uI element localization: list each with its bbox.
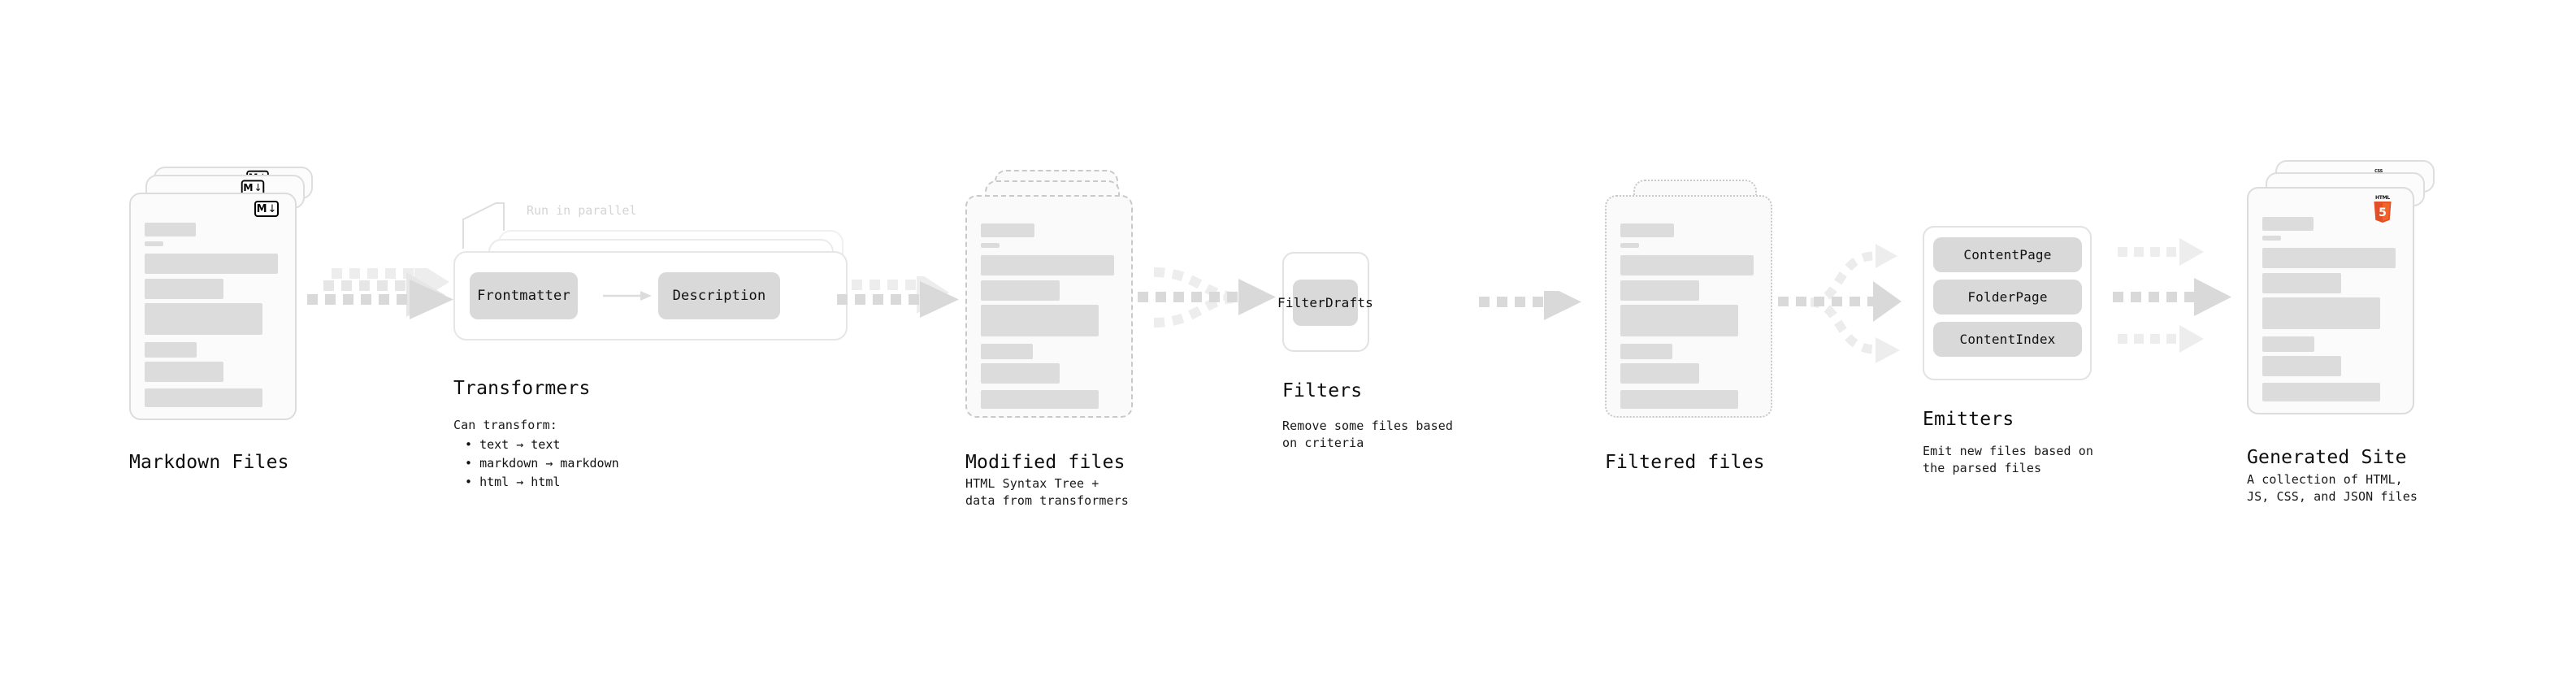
emitters-subtitle: Emit new files based on the parsed files [1923, 444, 2094, 475]
skeleton-title [1620, 223, 1674, 237]
arrow-markdown-to-transformers [307, 268, 453, 319]
skeleton-line-5 [145, 362, 223, 382]
skeleton-line-2 [981, 280, 1060, 301]
skeleton-line-5 [981, 363, 1060, 384]
generated-site-subtitle: A collection of HTML, JS, CSS, and JSON … [2247, 472, 2418, 504]
skeleton-line-6 [981, 390, 1099, 409]
skeleton-line-3 [2262, 297, 2380, 329]
skeleton-line-1 [1620, 255, 1754, 275]
skeleton-title [2262, 217, 2314, 231]
transformer-chip-frontmatter[interactable]: Frontmatter [470, 272, 578, 319]
skeleton-line-4 [1620, 344, 1672, 359]
skeleton-sub [145, 241, 163, 246]
skeleton-line-5 [1620, 363, 1699, 384]
stage-title-modified-files: Modified files [965, 452, 1125, 473]
html5-icon-digit: 5 [2379, 206, 2387, 219]
transformer-chip-description[interactable]: Description [658, 272, 780, 319]
transformers-bullet-0: text → text [465, 436, 619, 454]
emitter-chip-contentindex[interactable]: ContentIndex [1933, 322, 2082, 357]
arrow-filters-to-filtered-files [1479, 291, 1581, 320]
stage-title-filters: Filters [1282, 380, 1363, 401]
skeleton-line-1 [2262, 248, 2396, 268]
skeleton-title [981, 223, 1034, 237]
skeleton-sub [2262, 236, 2281, 241]
markdown-file-sheet-front [129, 193, 297, 420]
skeleton-line-2 [145, 279, 223, 299]
transformer-inner-arrow-front [603, 291, 652, 301]
html5-icon-label: HTML [2374, 195, 2391, 201]
skeleton-line-4 [145, 342, 197, 358]
markdown-icon-arrow: ↓ [254, 181, 262, 194]
arrow-filtered-files-to-emitters [1778, 244, 1902, 363]
emitter-chip-folderpage[interactable]: FolderPage [1933, 280, 2082, 314]
modified-files-subtitle: HTML Syntax Tree + data from transformer… [965, 476, 1129, 508]
markdown-icon: M ↓ [254, 201, 279, 217]
skeleton-sub [1620, 243, 1639, 248]
css-icon-label: CSS [2374, 169, 2383, 174]
stage-title-generated-site: Generated Site [2247, 447, 2407, 468]
transformers-bullet-2: html → html [465, 473, 619, 492]
stage-title-markdown-files: Markdown Files [129, 452, 289, 473]
skeleton-line-3 [145, 303, 262, 335]
markdown-icon-letter: M [243, 181, 254, 194]
skeleton-sub [981, 243, 1000, 248]
skeleton-line-1 [981, 255, 1114, 275]
transformers-bullet-list: text → text markdown → markdown html → h… [465, 436, 619, 492]
transformers-bullet-1: markdown → markdown [465, 454, 619, 473]
generated-file-sheet-front [2247, 187, 2414, 414]
filter-chip-filterdrafts[interactable]: FilterDrafts [1277, 280, 1373, 326]
filters-subtitle: Remove some files based on criteria [1282, 419, 1454, 450]
skeleton-title [145, 223, 196, 236]
skeleton-line-6 [1620, 390, 1738, 409]
skeleton-line-4 [2262, 336, 2314, 352]
skeleton-line-3 [1620, 305, 1738, 336]
modified-file-sheet-front [965, 195, 1133, 418]
filtered-file-sheet-front [1605, 195, 1772, 418]
skeleton-line-4 [981, 344, 1033, 359]
stage-title-filtered-files: Filtered files [1605, 452, 1765, 473]
html5-icon: HTML 5 [2371, 195, 2394, 223]
skeleton-line-2 [2262, 273, 2341, 293]
run-in-parallel-label: Run in parallel [527, 203, 637, 218]
skeleton-line-2 [1620, 280, 1699, 301]
arrow-transformers-to-modified-files [837, 276, 959, 318]
arrow-emitters-to-generated-site [2113, 238, 2231, 353]
skeleton-line-1 [145, 254, 278, 274]
skeleton-line-6 [145, 388, 262, 407]
markdown-icon-letter: M [256, 202, 267, 215]
stage-title-emitters: Emitters [1923, 409, 2014, 430]
stage-title-transformers: Transformers [453, 378, 591, 399]
skeleton-line-5 [2262, 356, 2341, 376]
arrow-modified-files-to-filters [1138, 267, 1276, 327]
run-in-parallel-leader-line [462, 202, 505, 249]
skeleton-line-3 [981, 305, 1099, 336]
transformers-subtitle-head: Can transform: [453, 418, 557, 432]
markdown-icon-arrow: ↓ [267, 202, 277, 215]
emitter-chip-contentpage[interactable]: ContentPage [1933, 237, 2082, 272]
skeleton-line-6 [2262, 383, 2380, 401]
